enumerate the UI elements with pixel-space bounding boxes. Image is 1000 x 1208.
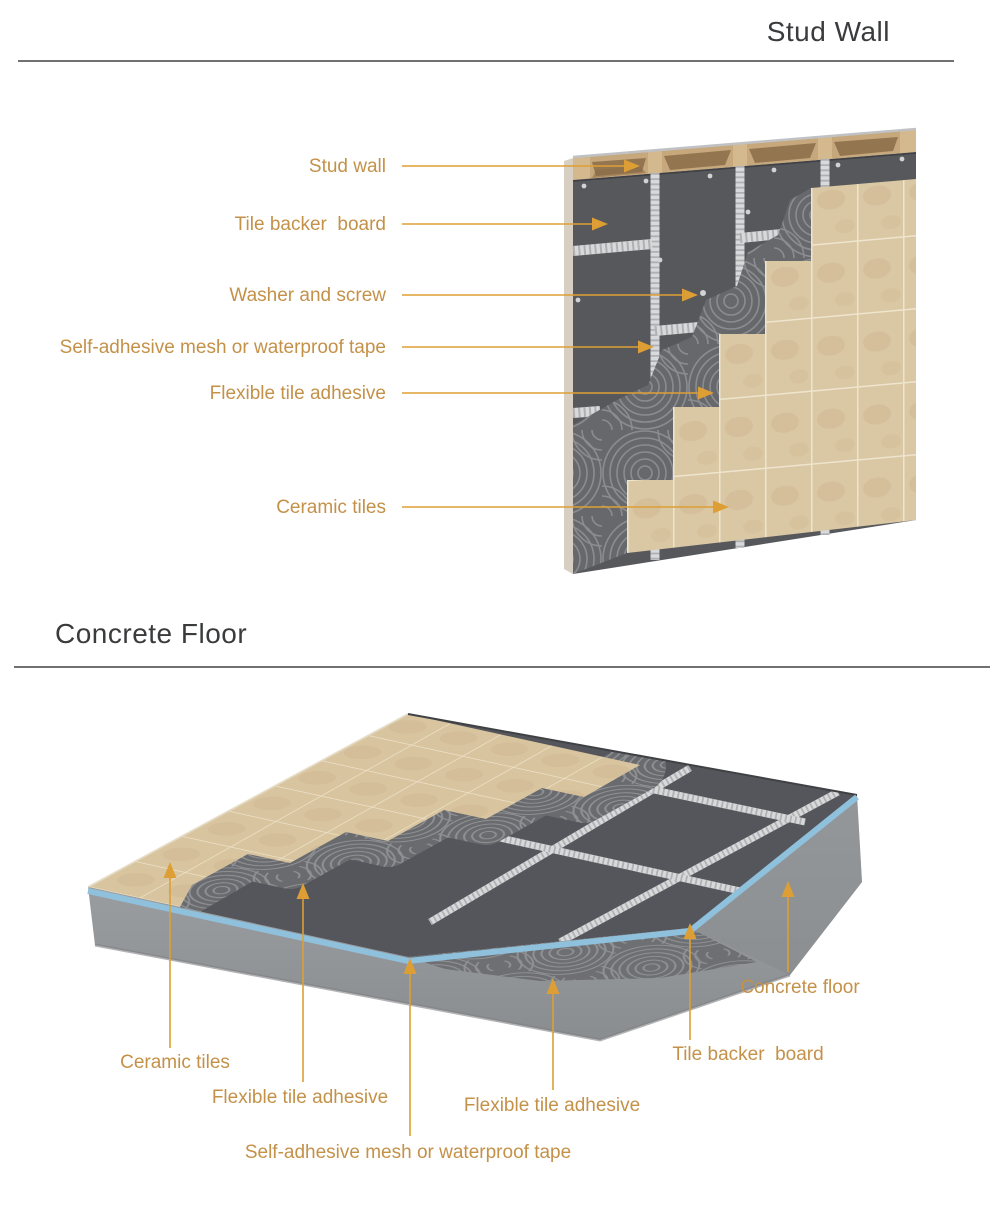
concrete-slab-right-face (690, 795, 862, 975)
floor-leader-lines (169, 877, 789, 1136)
concrete-floor-title: Concrete Floor (55, 618, 248, 649)
label-floor-tile-backer-board: Tile backer board (672, 1044, 823, 1065)
floor-ceramic-tiles (88, 714, 640, 907)
wall-side-edge (564, 158, 573, 574)
wall-leader-lines (402, 165, 713, 508)
board-edge-blue-band (87, 794, 859, 964)
stud-wall-title: Stud Wall (766, 16, 890, 47)
label-floor-mesh-tape: Self-adhesive mesh or waterproof tape (245, 1142, 571, 1163)
stud-wall-rule (18, 60, 954, 62)
slab-bottom-edge (94, 943, 791, 1042)
label-floor-flexible-adhesive-right: Flexible tile adhesive (464, 1095, 640, 1116)
label-ceramic-tiles: Ceramic tiles (276, 497, 386, 518)
label-floor-flexible-adhesive-left: Flexible tile adhesive (212, 1087, 388, 1108)
label-tile-backer-board: Tile backer board (235, 214, 386, 235)
label-floor-ceramic-tiles: Ceramic tiles (120, 1052, 230, 1073)
wall-flexible-tile-adhesive (573, 188, 811, 574)
label-concrete-floor: Concrete floor (740, 977, 860, 998)
tile-back-edge (87, 713, 409, 888)
label-washer-and-screw: Washer and screw (229, 285, 386, 306)
stud-wall-wood-band (572, 127, 917, 180)
floor-arrowheads (163, 862, 795, 994)
wall-ceramic-tiles (627, 179, 916, 553)
concrete-floor-rule (14, 666, 990, 668)
board-back-edge (407, 713, 858, 796)
label-flexible-tile-adhesive: Flexible tile adhesive (210, 383, 386, 404)
wall-arrowheads (592, 159, 729, 514)
stud-wall-diagram: Stud wall Tile backer board Washer and s… (60, 127, 917, 574)
concrete-floor-diagram: Ceramic tiles Flexible tile adhesive Sel… (87, 713, 862, 1163)
label-stud-wall: Stud wall (309, 156, 386, 177)
label-mesh-tape: Self-adhesive mesh or waterproof tape (60, 337, 386, 358)
floor-adhesive-front-margin (408, 928, 757, 981)
